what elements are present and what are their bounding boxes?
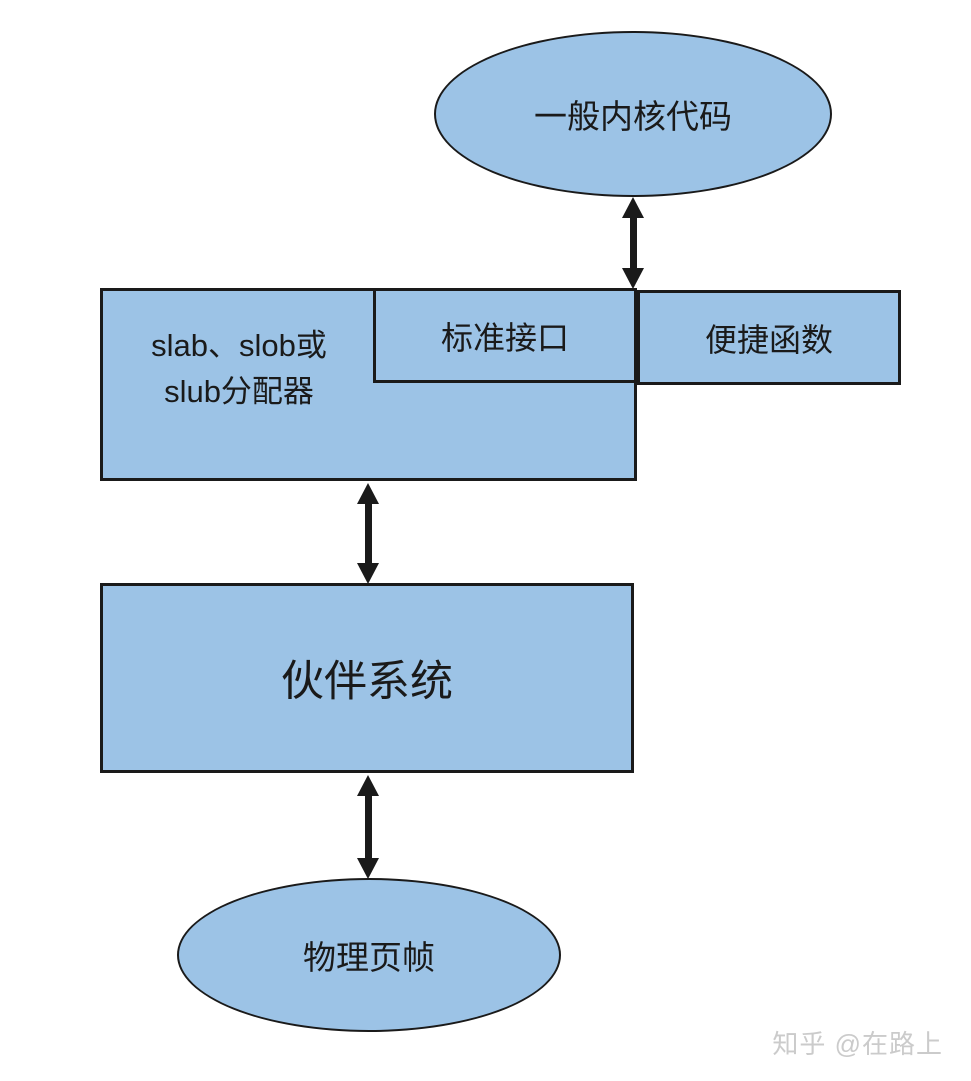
arrow-shaft: [629, 218, 637, 268]
arrow-down-head-icon: [357, 858, 379, 879]
arrow-down-head-icon: [622, 268, 644, 289]
node-physical-page-frames-label: 物理页帧: [303, 939, 435, 976]
slab-label-line-2: slub分配器: [164, 374, 314, 409]
arrow-shaft: [364, 796, 372, 858]
arrow-kernel-interface: [622, 197, 644, 289]
node-standard-interface-label: 标准接口: [440, 319, 569, 356]
node-buddy-system: 伙伴系统: [100, 583, 634, 773]
arrow-up-head-icon: [357, 483, 379, 504]
node-slab-allocator-label: slab、slob或 slub分配器: [103, 323, 375, 415]
arrow-shaft: [364, 504, 372, 563]
node-convenience-functions: 便捷函数: [637, 290, 901, 385]
node-buddy-system-label: 伙伴系统: [281, 658, 453, 706]
arrow-up-head-icon: [622, 197, 644, 218]
arrow-down-head-icon: [357, 563, 379, 584]
node-physical-page-frames: 物理页帧: [177, 878, 561, 1032]
arrow-buddy-pages: [357, 775, 379, 879]
node-convenience-functions-label: 便捷函数: [704, 321, 833, 358]
arrow-up-head-icon: [357, 775, 379, 796]
node-kernel-code-label: 一般内核代码: [534, 98, 732, 135]
node-kernel-code: 一般内核代码: [434, 31, 832, 197]
node-standard-interface: 标准接口: [373, 288, 637, 383]
watermark: 知乎 @在路上: [772, 1029, 943, 1059]
arrow-slab-buddy: [357, 483, 379, 584]
slab-label-line-1: slab、slob或: [151, 328, 327, 363]
